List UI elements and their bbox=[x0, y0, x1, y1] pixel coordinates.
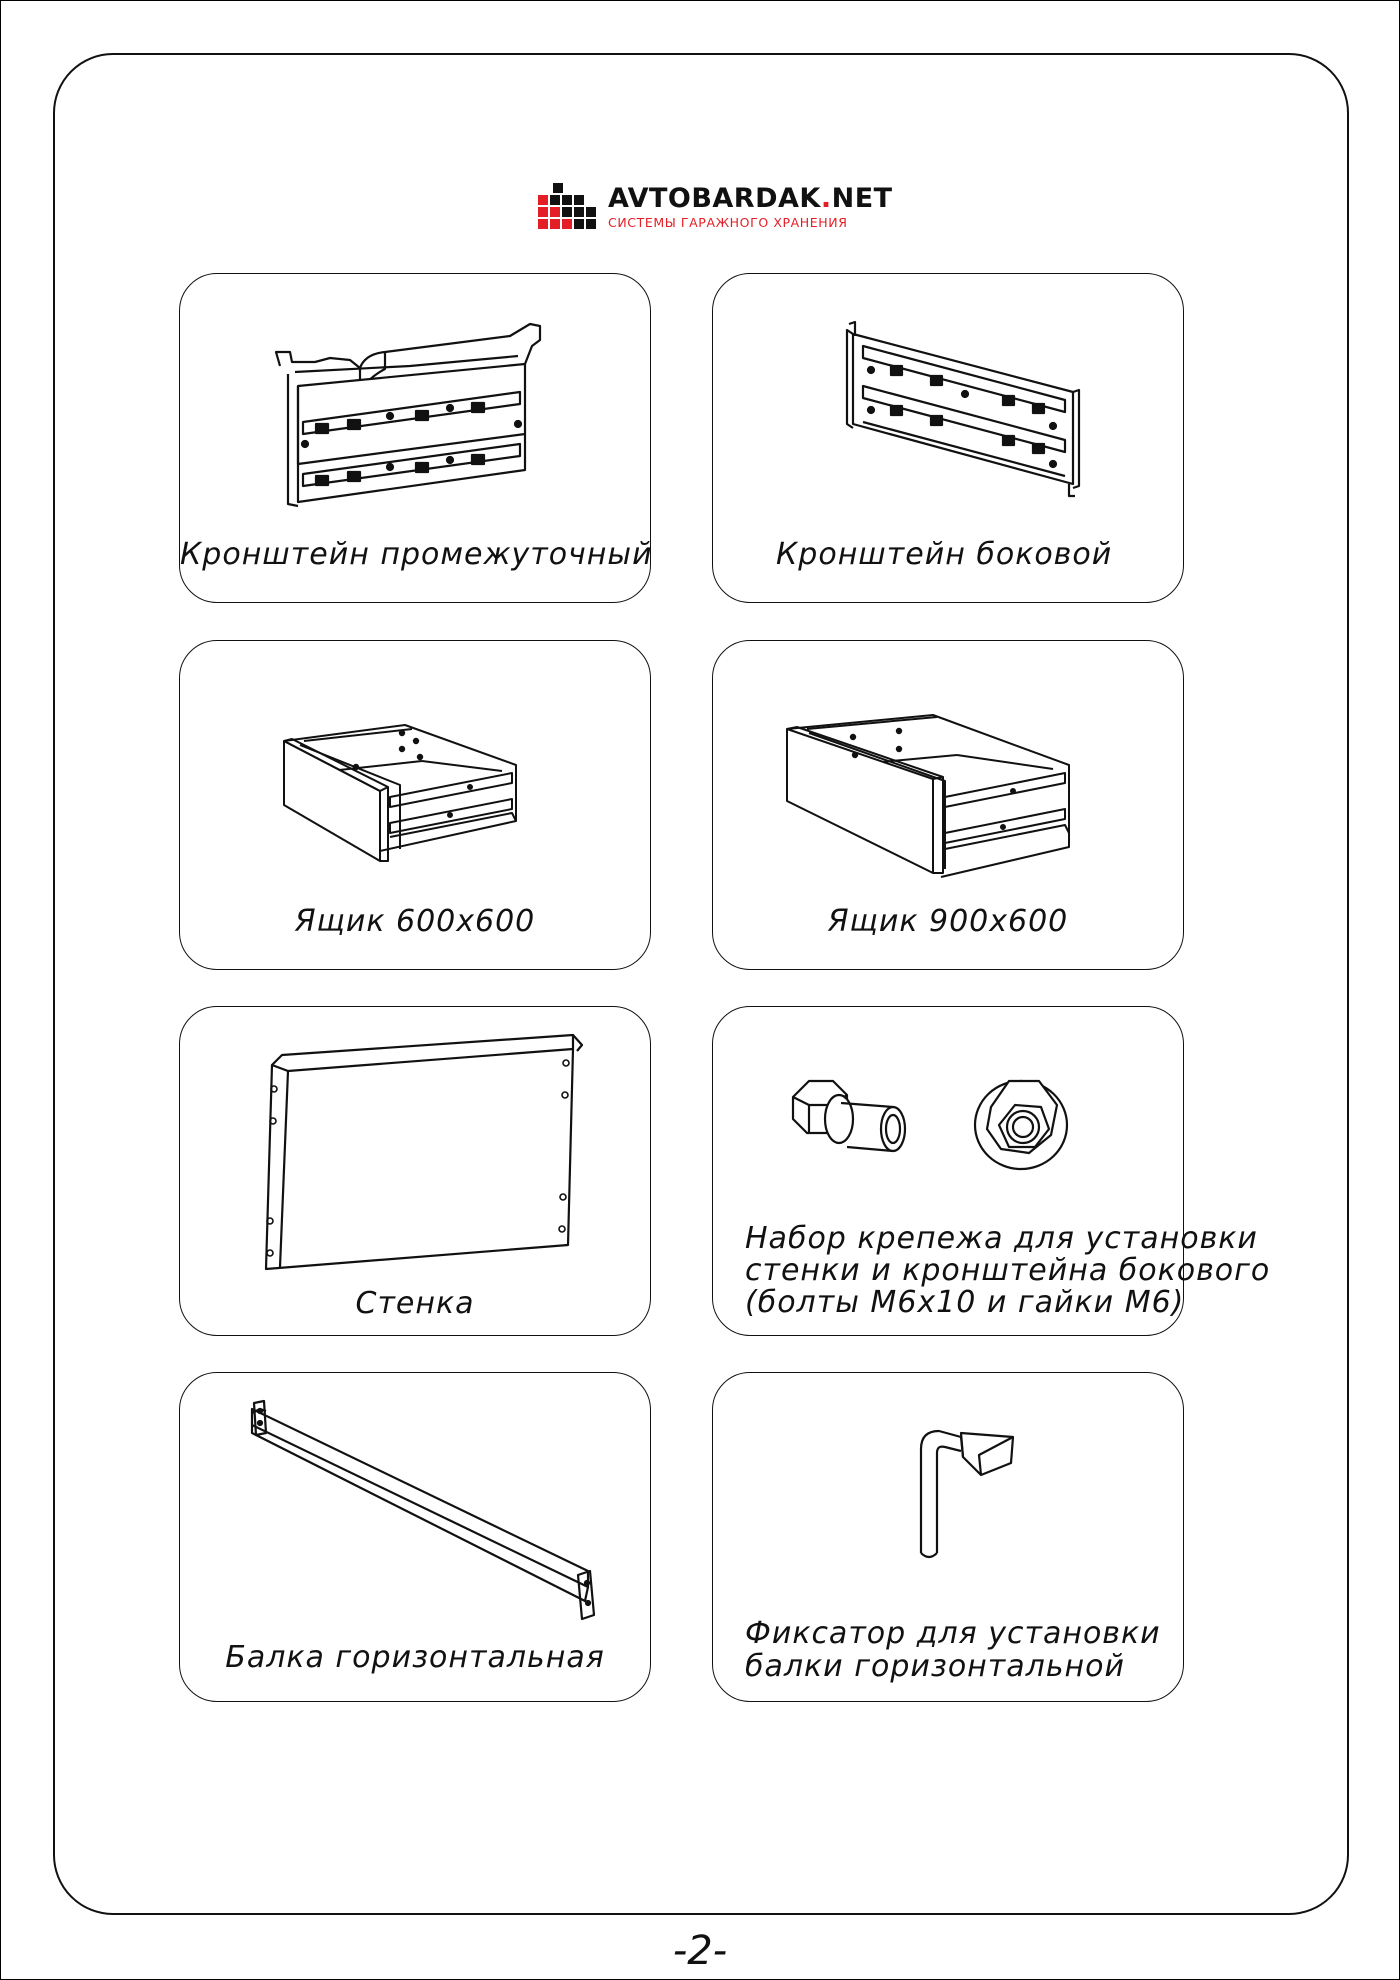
part-card-beam-lock: Фиксатор для установки балки горизонталь… bbox=[712, 1372, 1184, 1702]
part-caption: Набор крепежа для установки стенки и кро… bbox=[745, 1221, 1271, 1320]
drawer-600-icon bbox=[283, 724, 517, 862]
part-caption: Кронштейн боковой bbox=[776, 537, 1113, 572]
brand-logo: AVTOBARDAK.NET СИСТЕМЫ ГАРАЖНОГО ХРАНЕНИ… bbox=[538, 183, 892, 239]
drawer-900-icon bbox=[786, 714, 1070, 878]
part-card-side-bracket: Кронштейн боковой bbox=[712, 273, 1184, 603]
page-frame bbox=[53, 53, 1349, 1915]
part-card-horizontal-beam: Балка горизонтальная bbox=[179, 1372, 651, 1702]
part-caption: Стенка bbox=[355, 1286, 475, 1321]
part-card-drawer-600: Ящик 600х600 bbox=[179, 640, 651, 970]
brand-mark-icon bbox=[538, 183, 596, 229]
part-card-drawer-900: Ящик 900х600 bbox=[712, 640, 1184, 970]
brand-name: AVTOBARDAK.NET bbox=[608, 183, 893, 214]
page-number: -2- bbox=[672, 1928, 728, 1974]
part-caption: Ящик 900х600 bbox=[827, 904, 1069, 939]
bolt-icon bbox=[791, 1079, 907, 1153]
beam-lock-icon bbox=[919, 1429, 1015, 1559]
intermediate-bracket-icon bbox=[274, 322, 542, 508]
horizontal-beam-icon bbox=[250, 1399, 596, 1621]
part-caption: Фиксатор для установки балки горизонталь… bbox=[745, 1616, 1161, 1684]
part-caption: Кронштейн промежуточный bbox=[180, 537, 653, 572]
part-card-intermediate-bracket: Кронштейн промежуточный bbox=[179, 273, 653, 603]
fastener-set-icon bbox=[791, 1079, 1069, 1171]
side-bracket-icon bbox=[845, 320, 1081, 498]
part-card-wall-panel: Стенка bbox=[179, 1006, 651, 1336]
part-caption: Балка горизонтальная bbox=[225, 1640, 605, 1675]
nut-icon bbox=[973, 1079, 1069, 1171]
part-caption: Ящик 600х600 bbox=[294, 904, 536, 939]
part-card-fastener-set: Набор крепежа для установки стенки и кро… bbox=[712, 1006, 1269, 1336]
brand-tagline: СИСТЕМЫ ГАРАЖНОГО ХРАНЕНИЯ bbox=[608, 215, 848, 230]
wall-panel-icon bbox=[264, 1033, 584, 1271]
